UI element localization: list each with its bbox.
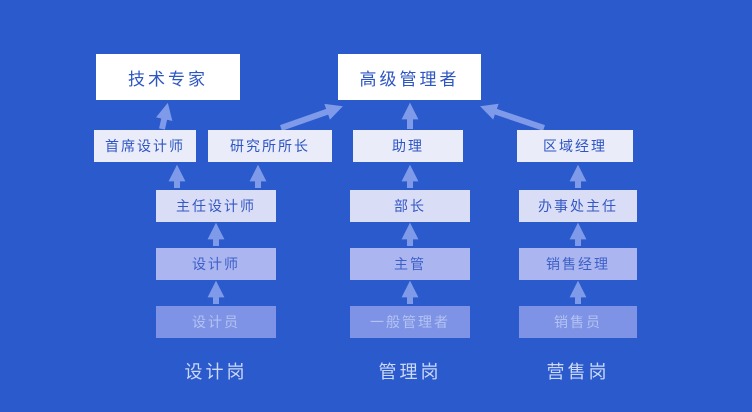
track-label-management: 管理岗 <box>378 362 442 382</box>
node-chief-designer: 首席设计师 <box>94 130 196 162</box>
node-department-head: 部长 <box>350 190 470 222</box>
node-director-designer: 主任设计师 <box>156 190 276 222</box>
arrow-regional-manager-to-senior-manager <box>480 103 545 131</box>
node-draftsman: 设计员 <box>156 306 276 338</box>
node-senior-manager: 高级管理者 <box>338 54 481 100</box>
node-assistant: 助理 <box>353 130 463 162</box>
arrow-chief-designer-to-tech-expert <box>155 102 173 130</box>
node-general-manager: 一般管理者 <box>350 306 470 338</box>
node-salesperson: 销售员 <box>519 306 637 338</box>
node-sales-manager: 销售经理 <box>519 248 637 280</box>
node-office-director: 办事处主任 <box>519 190 637 222</box>
node-supervisor: 主管 <box>350 248 470 280</box>
node-designer: 设计师 <box>156 248 276 280</box>
track-label-design: 设计岗 <box>184 362 248 382</box>
node-technical-expert: 技术专家 <box>96 54 240 100</box>
node-institute-director: 研究所所长 <box>208 130 332 162</box>
arrow-institute-director-to-senior-manager <box>280 103 343 131</box>
track-label-sales: 营售岗 <box>546 362 610 382</box>
node-regional-manager: 区域经理 <box>517 130 633 162</box>
